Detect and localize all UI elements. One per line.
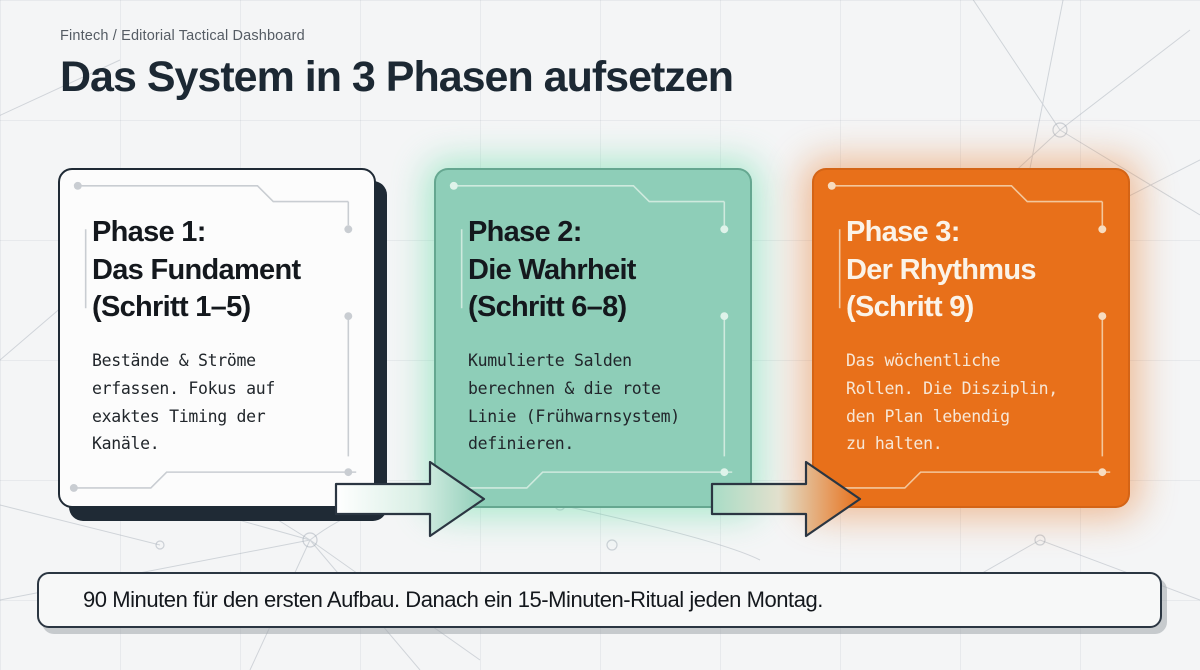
arrow-phase2-to-phase3: [710, 460, 862, 538]
phase-card-2[interactable]: Phase 2: Die Wahrheit (Schritt 6–8) Kumu…: [434, 168, 752, 508]
page-header: Fintech / Editorial Tactical Dashboard D…: [60, 28, 1060, 100]
phase-card-1[interactable]: Phase 1: Das Fundament (Schritt 1–5) Bes…: [58, 168, 376, 508]
footer-banner: 90 Minuten für den ersten Aufbau. Danach…: [37, 572, 1162, 628]
phase-card-1-title: Phase 1: Das Fundament (Schritt 1–5): [92, 216, 301, 324]
phase-card-row: Phase 1: Das Fundament (Schritt 1–5) Bes…: [0, 160, 1200, 538]
arrow-phase1-to-phase2: [334, 460, 486, 538]
phase-card-3-title: Phase 3: Der Rhythmus (Schritt 9): [846, 216, 1037, 324]
phase-card-1-body: Bestände & Ströme erfassen. Fokus auf ex…: [92, 351, 276, 454]
breadcrumb: Fintech / Editorial Tactical Dashboard: [60, 28, 305, 44]
phase-card-3[interactable]: Phase 3: Der Rhythmus (Schritt 9) Das wö…: [812, 168, 1130, 508]
phase-card-3-body: Das wöchentliche Rollen. Die Disziplin, …: [846, 351, 1058, 454]
footer-banner-text: 90 Minuten für den ersten Aufbau. Danach…: [83, 587, 823, 612]
phase-card-2-title: Phase 2: Die Wahrheit (Schritt 6–8): [468, 216, 636, 324]
page-title: Das System in 3 Phasen aufsetzen: [60, 53, 734, 101]
phase-card-2-body: Kumulierte Salden berechnen & die rote L…: [468, 351, 680, 454]
